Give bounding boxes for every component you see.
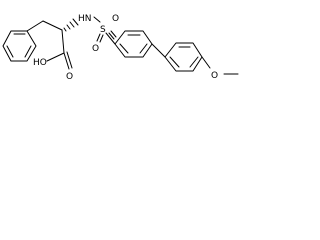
nh-to-sulfur-bond — [93, 16, 101, 23]
sulfur-to-ring-bond — [105, 32, 116, 45]
stereo-hash-bond — [63, 18, 79, 32]
so-double-bond — [96, 33, 101, 42]
carbonyl-oxygen-label: O — [66, 72, 73, 82]
sulfur-label: S — [100, 25, 106, 35]
ring-to-ether-bond — [201, 56, 211, 69]
phenyl-double-bond — [6, 45, 14, 58]
phenyl-ring — [2, 30, 37, 62]
so-double-bond — [110, 30, 117, 38]
ring-a-double-bond — [119, 43, 129, 54]
bond-lines — [2, 16, 239, 75]
atom-labels: HN S O O HO O O — [33, 14, 218, 82]
chemical-structure: HN S O O HO O O — [0, 0, 239, 104]
ring-b-double-bond — [189, 56, 199, 68]
biaryl-bond — [151, 43, 166, 58]
ring-b-double-bond — [169, 56, 180, 68]
carbonyl-double-bond — [66, 51, 73, 69]
carboxyl-to-hydroxyl-bond — [46, 52, 65, 62]
canvas-background — [0, 0, 239, 104]
alpha-to-carboxyl-bond — [61, 29, 65, 54]
carbonyl-double-bond — [63, 52, 70, 70]
sulfonyl-oxygen-left-label: O — [92, 44, 99, 54]
acid-hydroxyl-label: HO — [33, 58, 47, 68]
ch2-to-alpha-bond — [42, 20, 63, 31]
so-double-bond — [99, 34, 104, 43]
ring-a-double-bond — [139, 43, 148, 54]
ether-oxygen-label: O — [211, 71, 218, 81]
sulfonyl-oxygen-right-label: O — [112, 14, 119, 24]
nh-label: HN — [78, 14, 92, 24]
so-double-bond — [108, 32, 115, 40]
phenyl-double-bond — [24, 45, 32, 58]
ring-to-ch2-bond — [26, 20, 44, 32]
